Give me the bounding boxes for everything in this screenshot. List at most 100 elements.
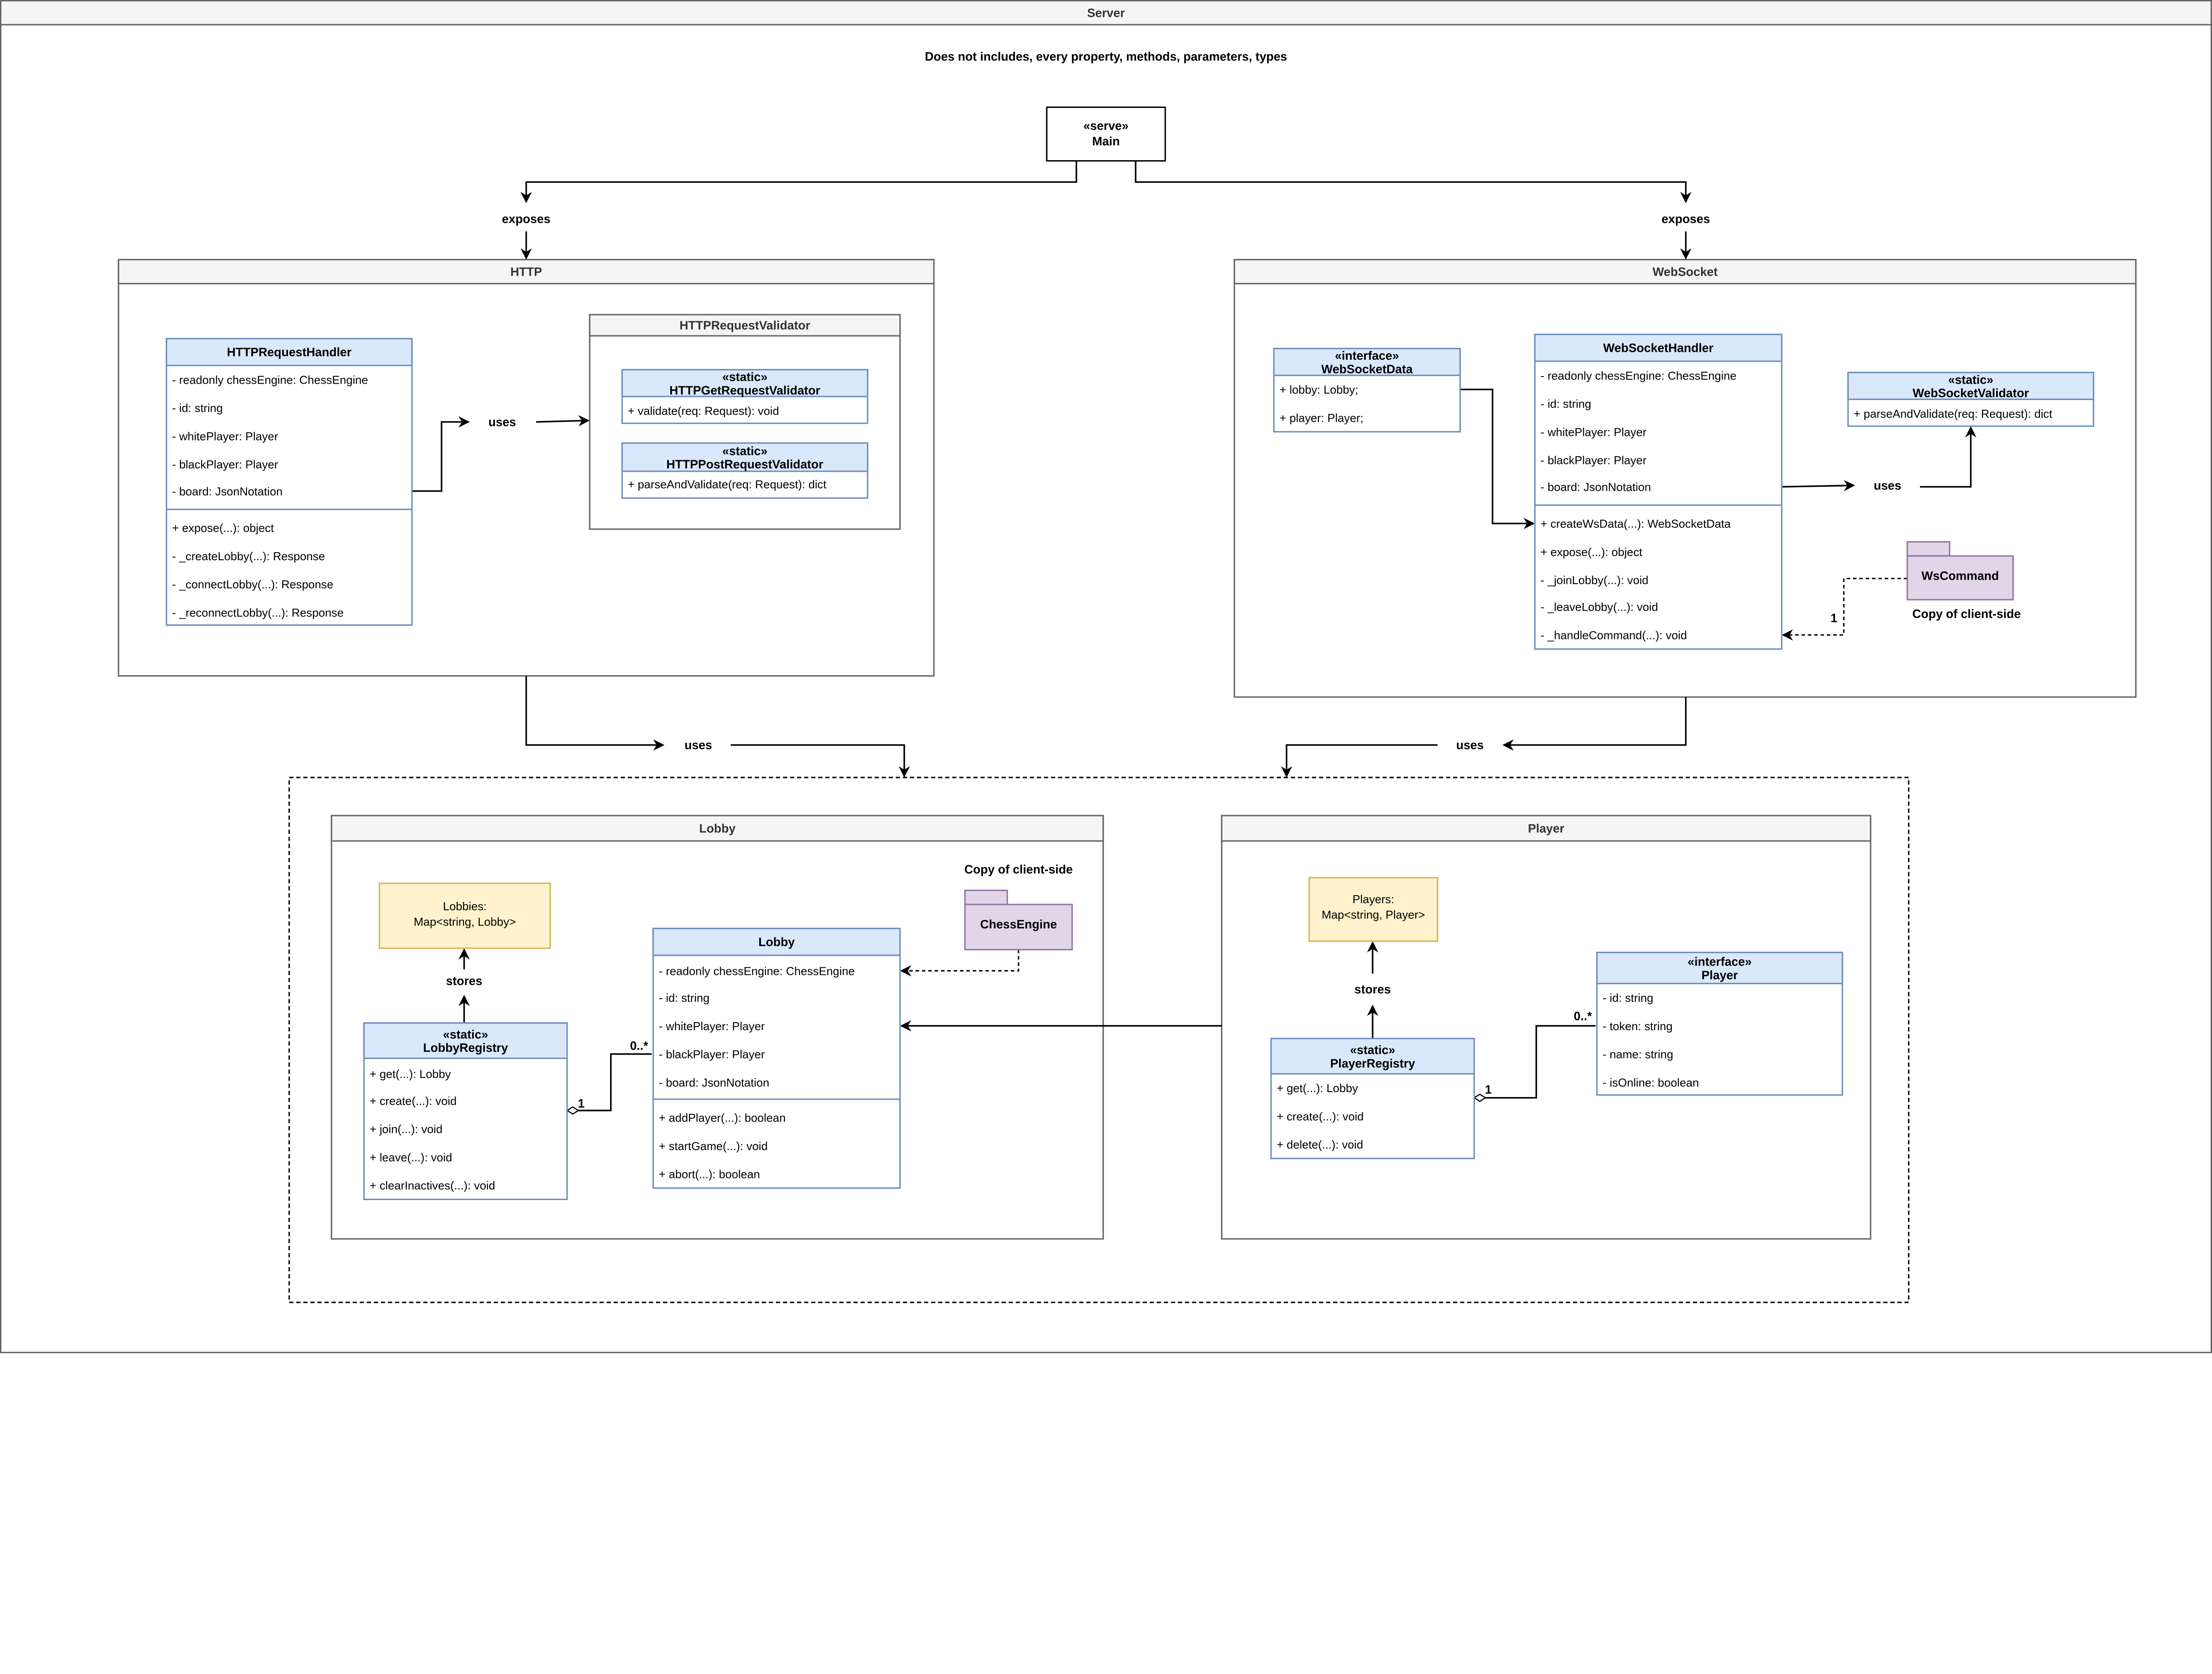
edge-label-stores-player: stores [1355,982,1391,996]
class-attribute: + parseAndValidate(req: Request): dict [1854,407,2053,420]
label-bg [1663,210,1709,227]
edge-label-stores-lobby: stores [446,974,482,988]
edge-label-uses-ws-core: uses [1456,738,1483,752]
class-playerRegistry[interactable]: «static»PlayerRegistry+ get(...): Lobby+… [1270,1038,1475,1159]
class-httpHandler[interactable]: HTTPRequestHandler - readonly chessEngine… [165,338,413,626]
main-node[interactable]: «serve» Main [1046,106,1166,162]
class-attribute: - token: string [1602,1020,1672,1033]
class-name: HTTPRequestHandler [227,345,352,359]
note-line: Lobbies: [443,900,487,913]
edge-label-mult-lobby-many: 0..* [630,1039,648,1052]
note-lobbies[interactable]: Lobbies: Map<string, Lobby> [379,882,551,949]
class-header [652,927,901,956]
class-attribute: - readonly chessEngine: ChessEngine [172,373,368,386]
class-name: Lobby [758,935,795,949]
class-method: - _joinLobby(...): void [1540,573,1648,587]
class-attribute: - id: string [659,991,710,1004]
class-name: PlayerRegistry [1330,1056,1416,1070]
class-attribute: - blackPlayer: Player [659,1048,765,1061]
class-attribute: + delete(...): void [1277,1138,1363,1151]
class-attribute: - board: JsonNotation [1540,481,1651,494]
edge-label-mult-player-many: 0..* [1574,1009,1592,1023]
class-attribute: + leave(...): void [369,1151,452,1164]
class-attribute: + player: Player; [1279,411,1363,424]
class-attribute: - whitePlayer: Player [659,1020,765,1033]
class-method: - _connectLobby(...): Response [172,578,334,591]
class-method: + startGame(...): void [659,1139,768,1153]
package-wsCommand[interactable]: WsCommand [1906,541,2014,600]
class-httpGet[interactable]: «static»HTTPGetRequestValidator+ validat… [621,369,868,424]
websocket-container-header [1233,259,2137,285]
class-attribute: + get(...): Lobby [369,1067,451,1081]
lobby-container-header [330,815,1104,842]
class-header [165,338,413,366]
class-wsHandler[interactable]: WebSocketHandler- readonly chessEngine: … [1534,334,1783,650]
class-stereotype: «interface» [1688,955,1752,969]
main-name: Main [1092,134,1120,148]
class-header [621,369,868,397]
http-container-title: HTTP [511,265,542,278]
class-box [165,338,413,626]
note-line: Players: [1352,893,1394,906]
class-player[interactable]: «interface»Player - id: string - token: st… [1596,951,1843,1096]
lobby-container-title: Lobby [699,821,736,835]
class-stereotype: «static» [1948,373,1993,386]
class-attribute: - readonly chessEngine: ChessEngine [1540,369,1736,382]
class-stereotype: «static» [722,370,768,384]
class-attribute: + join(...): void [369,1123,442,1136]
class-header [1273,348,1461,376]
class-attribute: - id: string [1602,991,1653,1004]
note-players[interactable]: Players:Map<string, Player> [1308,877,1438,942]
class-lobby[interactable]: Lobby - readonly chessEngine: ChessEngine… [652,927,901,1189]
class-name: Player [1701,968,1738,982]
class-stereotype: «interface» [1335,349,1399,362]
class-header [1596,951,1843,985]
edge-uses-validator [536,415,590,427]
class-wsValidator[interactable]: «static»WebSocketValidator + parseAndVali… [1847,372,2094,427]
class-name: WebSocketData [1321,362,1413,376]
edge-ws-uses-core [1502,697,1687,751]
class-wsData[interactable]: «interface»WebSocketData+ lobby: Lobby;+… [1273,348,1461,433]
package-name: WsCommand [1921,569,1999,583]
package-tab [964,889,1008,905]
class-box [652,927,901,1189]
class-lobbyRegistry[interactable]: «static»LobbyRegistry+ get(...): Lobby+ … [363,1022,568,1201]
main-stereotype: «serve» [1083,119,1129,132]
class-name: WebSocketValidator [1912,386,2029,400]
package-chessEngine[interactable]: ChessEngine [964,889,1073,951]
edge-label-mult-ws-one: 1 [1831,611,1837,625]
class-method: + createWsData(...): WebSocketData [1540,517,1731,531]
package-tab [1906,541,1951,557]
class-httpPost[interactable]: «static»HTTPPostRequestValidator+ parseA… [621,442,868,499]
edge-label-mult-player-one: 1 [1485,1082,1492,1096]
class-attribute: - board: JsonNotation [659,1076,769,1089]
websocket-container-title: WebSocket [1652,265,1717,278]
server-title: Server [1087,6,1125,19]
class-attribute: - blackPlayer: Player [1540,454,1647,467]
class-attribute: - readonly chessEngine: ChessEngine [659,964,855,977]
class-attribute: - whitePlayer: Player [1540,425,1647,439]
class-attribute: - blackPlayer: Player [172,458,278,471]
edge-label-exposes-ws: exposes [1662,212,1710,226]
validator-container-title: HTTPRequestValidator [680,319,810,332]
class-header [1534,334,1783,362]
server-header [0,0,2212,26]
label-bg [676,736,721,754]
class-attribute: + create(...): void [369,1094,457,1108]
label-bg [442,972,487,989]
edge-player-registry-aggregation [1473,1025,1596,1102]
player-container-header [1221,815,1871,842]
class-name: LobbyRegistry [423,1041,508,1054]
edge-uses-to-core-http [730,744,910,778]
class-name: HTTPGetRequestValidator [669,383,820,397]
edge-handler-uses [412,416,470,492]
class-attribute: + create(...): void [1277,1110,1364,1123]
label-bg [1865,477,1910,494]
package-caption: Copy of client-side [964,862,1073,876]
class-header [1847,372,2094,400]
note-line: Map<string, Lobby> [414,915,516,928]
class-method: + expose(...): object [172,521,274,535]
class-method: - _handleCommand(...): void [1540,629,1687,642]
class-attribute: - isOnline: boolean [1602,1076,1699,1089]
